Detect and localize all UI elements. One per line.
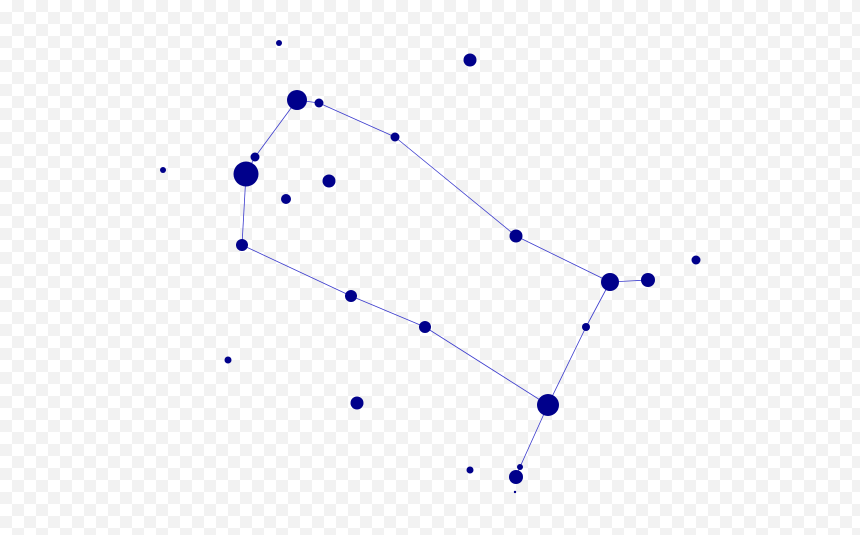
constellation-star-2 [314,98,324,108]
background-stars [160,40,701,494]
constellation-star-3 [390,132,400,142]
constellation-lines [241,99,649,478]
constellation-star-5 [233,161,259,187]
background-star-4 [322,174,336,188]
background-star-1 [276,40,282,46]
background-star-7 [224,356,232,364]
background-star-9 [466,466,474,474]
constellation-line-6 [254,99,298,158]
constellation-star-8 [601,273,619,291]
constellation-star-10 [345,290,357,302]
constellation-star-14 [517,464,523,470]
constellation-star-6 [236,239,248,251]
constellation-stars [233,90,655,484]
background-star-10 [513,490,517,494]
constellation-line-10 [350,295,426,328]
constellation-star-1 [287,90,307,110]
constellation-line-4 [515,235,611,283]
constellation-line-3 [394,136,517,237]
background-star-3 [160,167,166,173]
constellation-star-4 [250,152,260,162]
constellation-line-11 [424,326,549,406]
constellation-star-15 [509,470,523,484]
background-star-8 [350,396,364,410]
constellation-line-2 [318,102,396,138]
constellation-star-13 [537,394,559,416]
constellation-star-11 [419,321,431,333]
background-star-6 [691,255,701,265]
background-star-2 [463,53,477,67]
constellation-line-13 [547,326,587,406]
constellation-line-9 [241,244,352,297]
constellation-star-9 [641,273,655,287]
constellation-star-7 [509,229,523,243]
background-star-5 [281,194,291,204]
constellation-star-12 [582,323,590,331]
constellation-line-14 [519,404,549,468]
